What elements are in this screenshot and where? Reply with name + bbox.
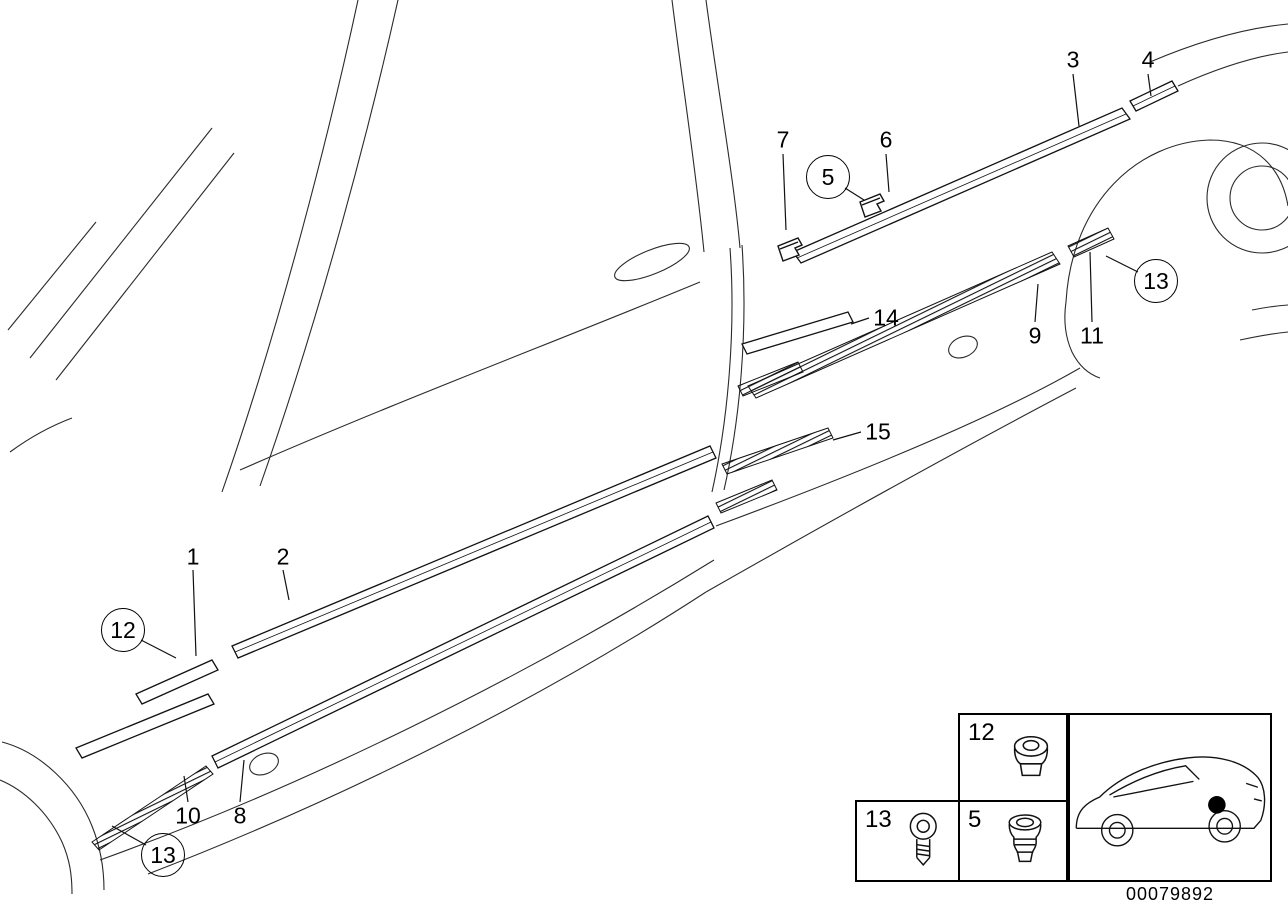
callout-8[interactable]: 8 xyxy=(233,802,247,829)
callout-6[interactable]: 6 xyxy=(879,126,893,153)
trim-strip-3 xyxy=(791,107,1132,264)
callout-4[interactable]: 4 xyxy=(1141,46,1155,73)
trim-strip-14b xyxy=(737,361,804,397)
callout-9[interactable]: 9 xyxy=(1028,322,1042,349)
clip-glyphs xyxy=(777,193,885,262)
callout-15[interactable]: 15 xyxy=(865,418,891,445)
callout-14[interactable]: 14 xyxy=(873,304,899,331)
callout-7[interactable]: 7 xyxy=(776,126,790,153)
legend-label-5: 5 xyxy=(968,806,982,833)
trim-strips-outline xyxy=(75,80,1179,769)
leader-lines xyxy=(111,73,1152,846)
trim-strip-9 xyxy=(747,251,1061,399)
trim-strips-hatched xyxy=(91,227,1115,851)
callout-13-top[interactable]: 13 xyxy=(1134,259,1178,303)
trim-strip-1 xyxy=(135,659,219,705)
callout-2[interactable]: 2 xyxy=(276,543,290,570)
legend-label-12: 12 xyxy=(968,719,995,746)
callout-5[interactable]: 5 xyxy=(806,155,850,199)
location-marker-dot xyxy=(1208,796,1226,814)
screw-icon xyxy=(894,802,958,880)
trim-strip-15a xyxy=(721,427,834,475)
trim-strip-10 xyxy=(91,765,214,851)
trim-strip-14a xyxy=(741,311,854,355)
callout-3[interactable]: 3 xyxy=(1066,46,1080,73)
trim-strip-15b xyxy=(715,479,778,514)
trim-strip-11 xyxy=(1067,227,1115,258)
legend-label-13: 13 xyxy=(865,806,892,833)
callout-11[interactable]: 11 xyxy=(1080,322,1104,349)
callout-10[interactable]: 10 xyxy=(175,802,201,829)
legend-cell-5: 5 xyxy=(958,800,1068,882)
clip-6-glyph xyxy=(859,193,885,218)
diagram-part-number: 00079892 xyxy=(1125,884,1215,904)
legend-cell-12: 12 xyxy=(958,713,1068,802)
clip-7-glyph xyxy=(777,237,803,262)
expanding-rivet-icon xyxy=(983,802,1066,880)
callout-12[interactable]: 12 xyxy=(101,608,145,652)
callout-1[interactable]: 1 xyxy=(186,543,200,570)
legend-cell-13: 13 xyxy=(855,800,960,882)
grommet-icon xyxy=(997,715,1066,800)
car-location-thumbnail xyxy=(1068,713,1272,882)
callout-13-bottom[interactable]: 13 xyxy=(141,833,185,877)
trim-strip-rear-sill xyxy=(75,693,215,759)
